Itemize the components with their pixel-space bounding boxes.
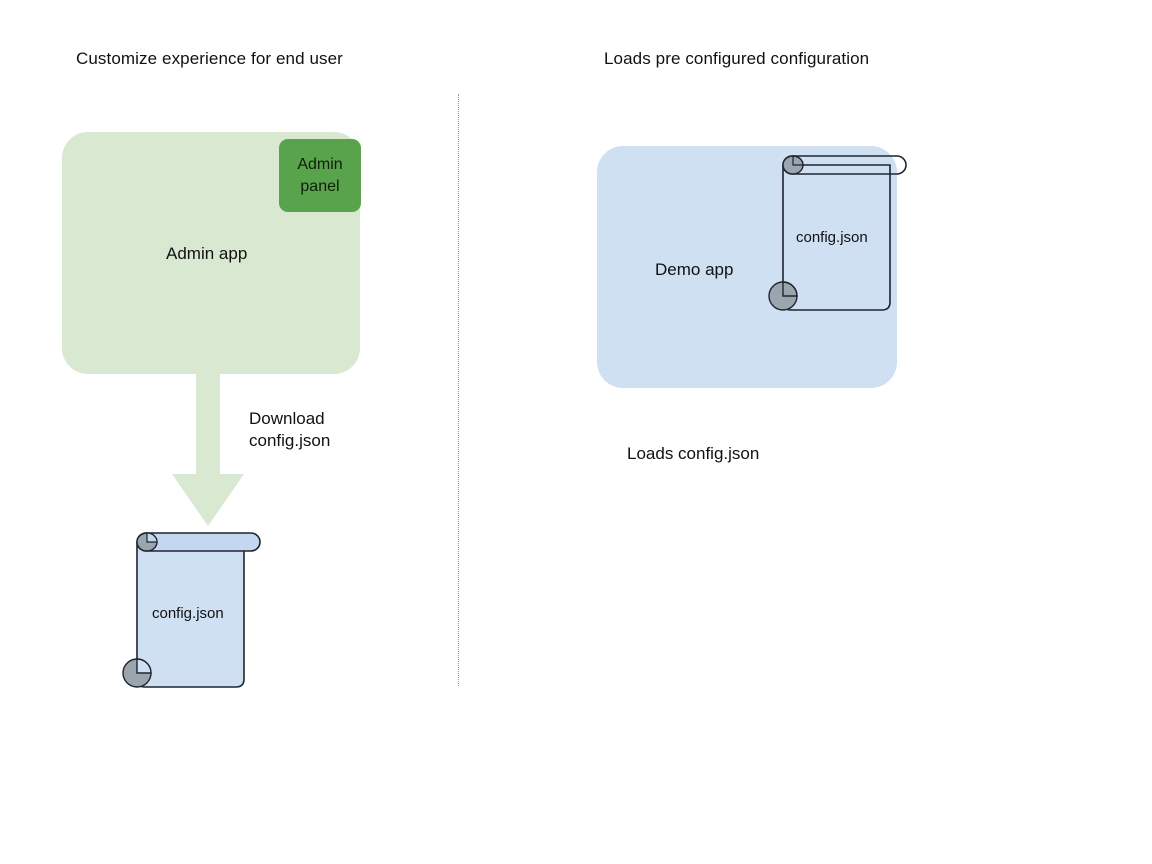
demo-app-label: Demo app xyxy=(655,260,734,279)
config-json-label-left: config.json xyxy=(152,605,224,622)
download-arrow-icon xyxy=(172,366,244,526)
admin-panel-label: Admin panel xyxy=(297,155,343,195)
right-section-title: Loads pre configured configuration xyxy=(604,49,870,68)
config-json-document-right xyxy=(768,155,907,311)
vertical-divider xyxy=(458,94,459,686)
demo-app-box xyxy=(597,146,897,388)
loads-config-caption: Loads config.json xyxy=(627,444,760,463)
left-section-title: Customize experience for end user xyxy=(76,49,343,68)
download-arrow-label: Download config.json xyxy=(249,409,331,450)
config-json-label-right: config.json xyxy=(796,229,868,246)
admin-app-label: Admin app xyxy=(166,244,248,263)
config-json-document-left xyxy=(122,532,261,688)
admin-panel-box[interactable]: Admin panel xyxy=(279,139,361,212)
